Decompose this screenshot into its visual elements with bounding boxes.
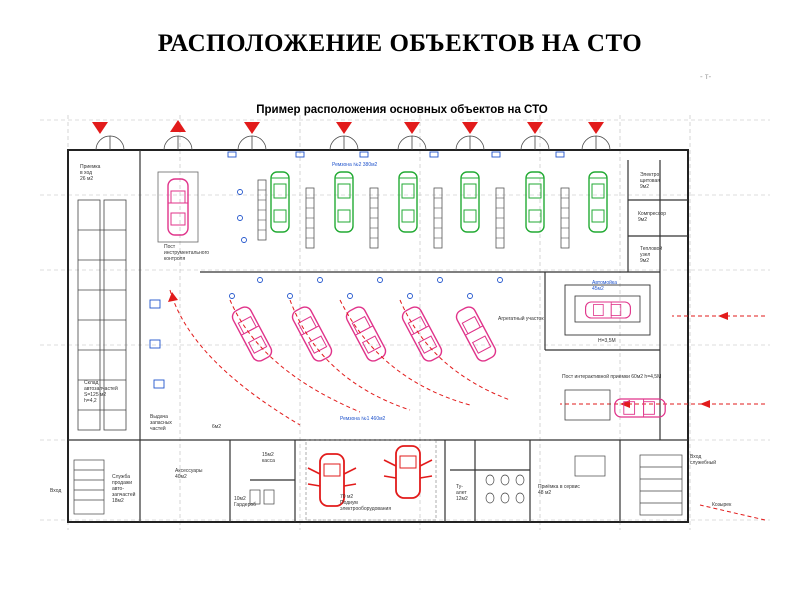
arrow-in-1	[92, 122, 108, 134]
repair-zone-2	[257, 171, 608, 249]
label-wash-size: Н=3,5М	[598, 338, 616, 344]
reception-post	[564, 389, 666, 421]
arrow-out-1	[170, 120, 186, 132]
display-car-2	[383, 445, 433, 499]
arrow-in-7	[588, 122, 604, 134]
top-gates	[95, 135, 611, 151]
control-post-car	[167, 178, 189, 236]
green-car-1	[270, 171, 290, 233]
pink-car-5	[453, 303, 499, 365]
green-car-6	[588, 171, 608, 233]
label-repair-zone-bottom: Ремзона №1 460м2	[340, 416, 386, 422]
wc-fixtures	[249, 455, 606, 505]
arrow-in-5	[462, 122, 478, 134]
pink-car-2	[289, 303, 335, 365]
parts-racks	[77, 199, 127, 431]
equipment-markers	[149, 151, 565, 389]
corner-mark: - т-	[700, 72, 712, 81]
arrow-in-3	[336, 122, 352, 134]
green-car-5	[525, 171, 545, 233]
driving-paths	[169, 289, 766, 521]
arrow-in-6	[527, 122, 543, 134]
slide-title: РАСПОЛОЖЕНИЕ ОБЪЕКТОВ НА СТО	[157, 30, 643, 57]
green-car-3	[398, 171, 418, 233]
outer-walls	[67, 149, 689, 523]
car-wash	[564, 284, 651, 336]
green-car-4	[460, 171, 480, 233]
top-arrows	[92, 120, 604, 134]
label-entrance2: Вход	[50, 488, 61, 494]
pink-car-3	[343, 303, 389, 365]
label-landing: Козырек	[712, 502, 732, 508]
label-repair-zone-top: Ремзона №2 380м2	[332, 162, 378, 168]
label-reception-post: Пост интерактивной приемки 60м2 h=4,5М	[562, 373, 661, 380]
plan-title: Пример расположения основных объектов на…	[256, 104, 548, 116]
car-wash-car	[585, 301, 631, 319]
arrow-in-2	[244, 122, 260, 134]
control-post-frame	[157, 171, 199, 243]
label-small-room: 6м2	[212, 424, 221, 430]
arrow-in-4	[404, 122, 420, 134]
label-unit-area: Агрегатный участок	[498, 315, 544, 322]
stairs	[73, 454, 683, 516]
repair-zone-1	[229, 303, 499, 365]
reception-car	[614, 398, 666, 418]
green-car-2	[334, 171, 354, 233]
